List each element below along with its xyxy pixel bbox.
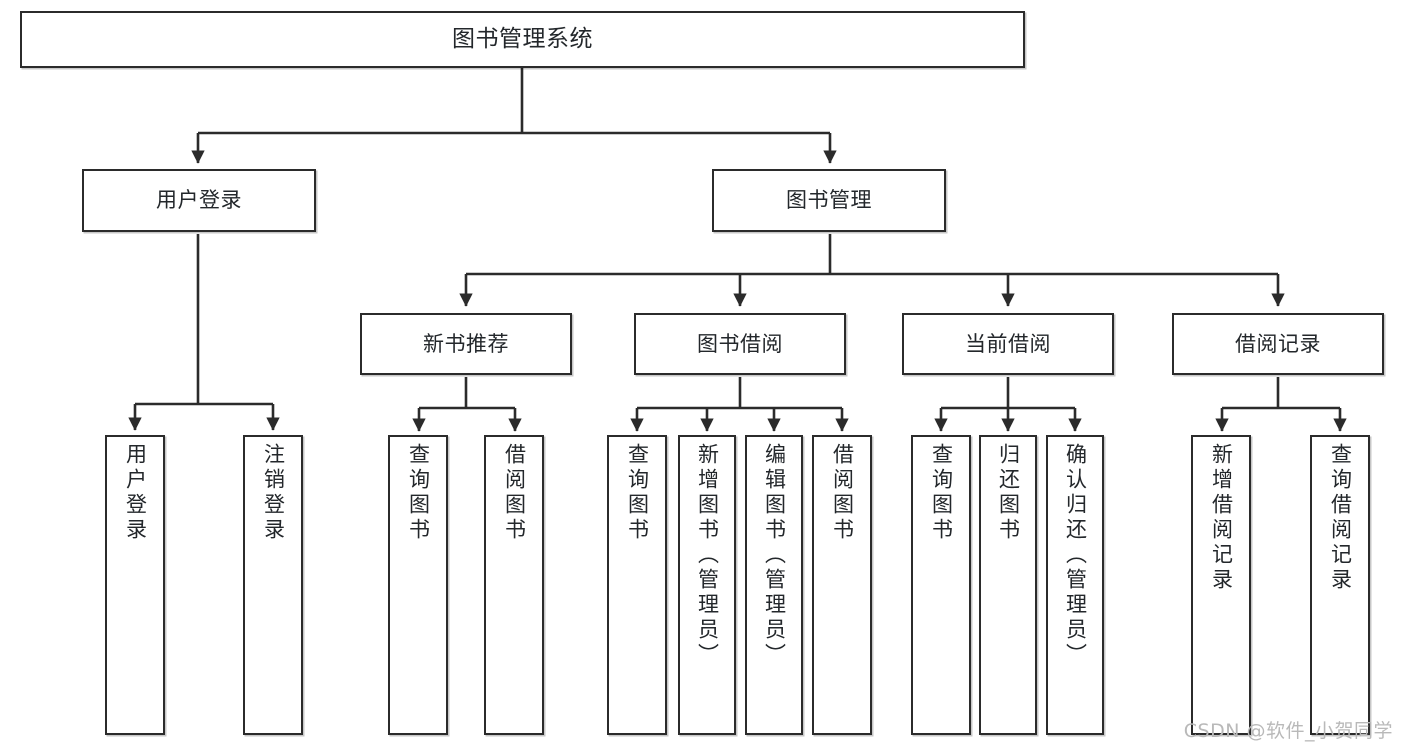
node-leaf-query-record[interactable]: 查询借阅记录 bbox=[1310, 435, 1370, 735]
node-user-login[interactable]: 用户登录 bbox=[82, 169, 316, 232]
node-label: 归还图书 bbox=[996, 443, 1021, 543]
node-label: 借阅图书 bbox=[502, 443, 527, 543]
node-label: 新增图书（管理员） bbox=[695, 443, 720, 668]
node-label: 图书管理 bbox=[786, 188, 872, 213]
node-label: 新书推荐 bbox=[423, 331, 509, 356]
node-label: 借阅图书 bbox=[830, 443, 855, 543]
node-new-book-recommend[interactable]: 新书推荐 bbox=[360, 313, 572, 375]
csdn-watermark: CSDN @软件_小贺同学 bbox=[1183, 720, 1393, 742]
node-label: 用户登录 bbox=[123, 443, 148, 543]
node-label: 图书管理系统 bbox=[452, 25, 593, 52]
node-label: 查询借阅记录 bbox=[1328, 443, 1353, 593]
node-leaf-user-login[interactable]: 用户登录 bbox=[105, 435, 165, 735]
node-leaf-query-book-1[interactable]: 查询图书 bbox=[388, 435, 448, 735]
node-label: 用户登录 bbox=[156, 188, 242, 213]
node-label: 注销登录 bbox=[261, 443, 286, 543]
node-label: 借阅记录 bbox=[1235, 331, 1321, 356]
node-label: 新增借阅记录 bbox=[1209, 443, 1234, 593]
node-leaf-confirm-return[interactable]: 确认归还（管理员） bbox=[1046, 435, 1104, 735]
node-leaf-borrow-book-1[interactable]: 借阅图书 bbox=[484, 435, 544, 735]
node-label: 编辑图书（管理员） bbox=[762, 443, 787, 668]
node-borrow-record[interactable]: 借阅记录 bbox=[1172, 313, 1384, 375]
node-leaf-query-book-2[interactable]: 查询图书 bbox=[607, 435, 667, 735]
node-label: 查询图书 bbox=[929, 443, 954, 543]
node-label: 图书借阅 bbox=[697, 331, 783, 356]
node-label: 查询图书 bbox=[406, 443, 431, 543]
node-leaf-add-book[interactable]: 新增图书（管理员） bbox=[678, 435, 736, 735]
node-leaf-borrow-book-2[interactable]: 借阅图书 bbox=[812, 435, 872, 735]
node-label: 查询图书 bbox=[625, 443, 650, 543]
node-label: 当前借阅 bbox=[965, 331, 1051, 356]
node-leaf-return-book[interactable]: 归还图书 bbox=[979, 435, 1037, 735]
node-book-manage[interactable]: 图书管理 bbox=[712, 169, 946, 232]
node-leaf-edit-book[interactable]: 编辑图书（管理员） bbox=[745, 435, 803, 735]
node-book-borrow[interactable]: 图书借阅 bbox=[634, 313, 846, 375]
node-label: 确认归还（管理员） bbox=[1063, 443, 1088, 668]
node-current-borrow[interactable]: 当前借阅 bbox=[902, 313, 1114, 375]
node-root-book-management-system[interactable]: 图书管理系统 bbox=[20, 11, 1025, 68]
node-leaf-query-book-3[interactable]: 查询图书 bbox=[911, 435, 971, 735]
node-leaf-add-record[interactable]: 新增借阅记录 bbox=[1191, 435, 1251, 735]
node-leaf-logout-login[interactable]: 注销登录 bbox=[243, 435, 303, 735]
